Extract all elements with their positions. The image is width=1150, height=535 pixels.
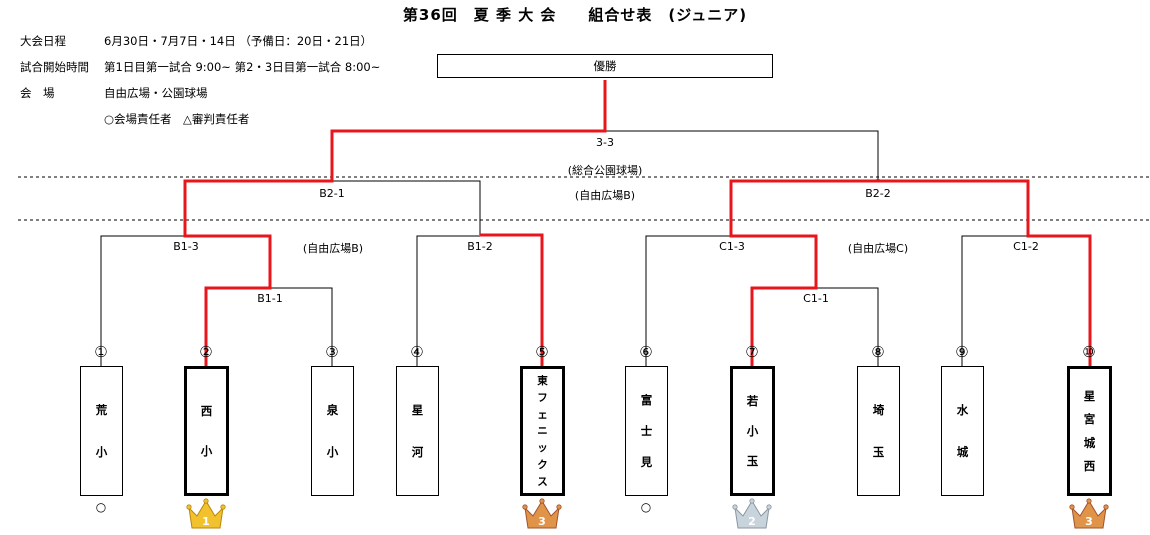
- venue-manager-mark: ○: [640, 500, 652, 514]
- crown-shape: [734, 500, 770, 529]
- team-name-char: 西: [200, 404, 213, 418]
- match-label-b2-1: B2-1: [319, 187, 345, 200]
- team-name-char: 西: [1083, 458, 1096, 473]
- crown-shape: [1071, 500, 1107, 529]
- silver-crown-icon: 2: [732, 498, 772, 529]
- team-box-nishisho: 西 小: [184, 366, 229, 496]
- crown-rank: 2: [748, 515, 756, 528]
- team-name-char: 城: [1083, 435, 1096, 450]
- team-name-char: 玉: [746, 454, 759, 468]
- seed-number: ⑩: [1082, 343, 1096, 361]
- team-name-char: 河: [411, 445, 424, 459]
- bracket-paths-black: [100, 130, 1028, 366]
- match-label-c1-2: C1-2: [1013, 240, 1039, 253]
- gold-crown-icon: 1: [186, 498, 226, 529]
- team-name-char: 城: [956, 445, 969, 459]
- team-name-char: ク: [537, 459, 548, 472]
- team-box-wakashodama: 若 小 玉: [730, 366, 775, 496]
- team-name-char: 富: [640, 393, 653, 407]
- match-label-b2-2: B2-2: [865, 187, 891, 200]
- champion-box: 優勝: [437, 54, 773, 78]
- venue-manager-mark: ○: [95, 500, 107, 514]
- match-label-b1-3: B1-3: [173, 240, 199, 253]
- team-name-char: ェ: [537, 408, 548, 421]
- team-name-char: 玉: [872, 445, 885, 459]
- legend-text: ○会場責任者 △審判責任者: [104, 112, 250, 126]
- crown-rank: 3: [538, 515, 546, 528]
- seed-number: ①: [94, 343, 108, 361]
- team-box-arako: 荒 小: [80, 366, 123, 496]
- team-name-char: ス: [537, 475, 548, 488]
- seed-number: ⑧: [871, 343, 885, 361]
- seed-number: ⑦: [745, 343, 759, 361]
- team-box-hoshimiyajonishi: 星 宮 城 西: [1067, 366, 1112, 496]
- crown-rank: 1: [202, 515, 210, 528]
- seed-number: ②: [199, 343, 213, 361]
- start-time-value: 第1日目第一試合 9:00~ 第2・3日目第一試合 8:00~: [104, 60, 381, 74]
- team-box-higashi-phoenix: 東 フ ェ ニ ッ ク ス: [520, 366, 565, 496]
- team-name-char: 東: [537, 375, 548, 387]
- team-box-fujimi: 富 士 見: [625, 366, 668, 496]
- team-name-char: 士: [640, 424, 653, 438]
- match-label-c1-3: C1-3: [719, 240, 745, 253]
- crown-shape: [188, 500, 224, 529]
- match-label-b1-1: B1-1: [257, 292, 283, 305]
- schedule-value: 6月30日・7月7日・14日 （予備日：20日・21日）: [104, 34, 373, 48]
- team-name-char: 若: [746, 394, 759, 408]
- team-name-char: ッ: [537, 442, 548, 455]
- match-label-c1-1: C1-1: [803, 292, 829, 305]
- match-label-final: 3-3: [596, 136, 614, 149]
- team-name-char: ニ: [537, 425, 548, 438]
- team-name-char: 見: [640, 455, 653, 469]
- team-box-mizuki: 水 城: [941, 366, 984, 496]
- venue-note-semi: (自由広場B): [574, 189, 636, 202]
- start-time-label: 試合開始時間: [20, 60, 89, 74]
- team-box-saitama: 埼 玉: [857, 366, 900, 496]
- team-name-char: 小: [200, 444, 213, 458]
- seed-number: ③: [325, 343, 339, 361]
- seed-number: ⑤: [535, 343, 549, 361]
- team-name-char: 星: [411, 403, 424, 417]
- team-box-seika: 星 河: [396, 366, 439, 496]
- venue-note-b-block: (自由広場B): [302, 242, 364, 255]
- bracket-paths-red: [183, 80, 1092, 366]
- venue-label: 会 場: [20, 86, 55, 100]
- team-name-char: 埼: [872, 403, 885, 417]
- team-name-char: 水: [956, 403, 969, 417]
- team-box-izumisho: 泉 小: [311, 366, 354, 496]
- venue-note-c-block: (自由広場C): [847, 242, 909, 255]
- team-name-char: 宮: [1083, 412, 1096, 427]
- team-name-char: 荒: [95, 403, 108, 417]
- seed-number: ⑥: [639, 343, 653, 361]
- bronze-crown-icon: 3: [522, 498, 562, 529]
- venue-value: 自由広場・公園球場: [104, 86, 208, 100]
- crown-rank: 3: [1085, 515, 1093, 528]
- team-name-char: 小: [326, 445, 339, 459]
- team-name-char: 泉: [326, 403, 339, 417]
- schedule-label: 大会日程: [20, 34, 66, 48]
- crown-shape: [524, 500, 560, 529]
- venue-note-final: (総合公園球場): [567, 164, 643, 177]
- seed-number: ⑨: [955, 343, 969, 361]
- team-name-char: 小: [746, 424, 759, 438]
- match-label-b1-2: B1-2: [467, 240, 493, 253]
- bronze-crown-icon: 3: [1069, 498, 1109, 529]
- page-title: 第36回 夏 季 大 会 組合せ表 (ジュニア): [402, 6, 748, 24]
- team-name-char: フ: [537, 391, 548, 404]
- seed-number: ④: [410, 343, 424, 361]
- team-name-char: 小: [95, 445, 108, 459]
- team-name-char: 星: [1083, 389, 1096, 404]
